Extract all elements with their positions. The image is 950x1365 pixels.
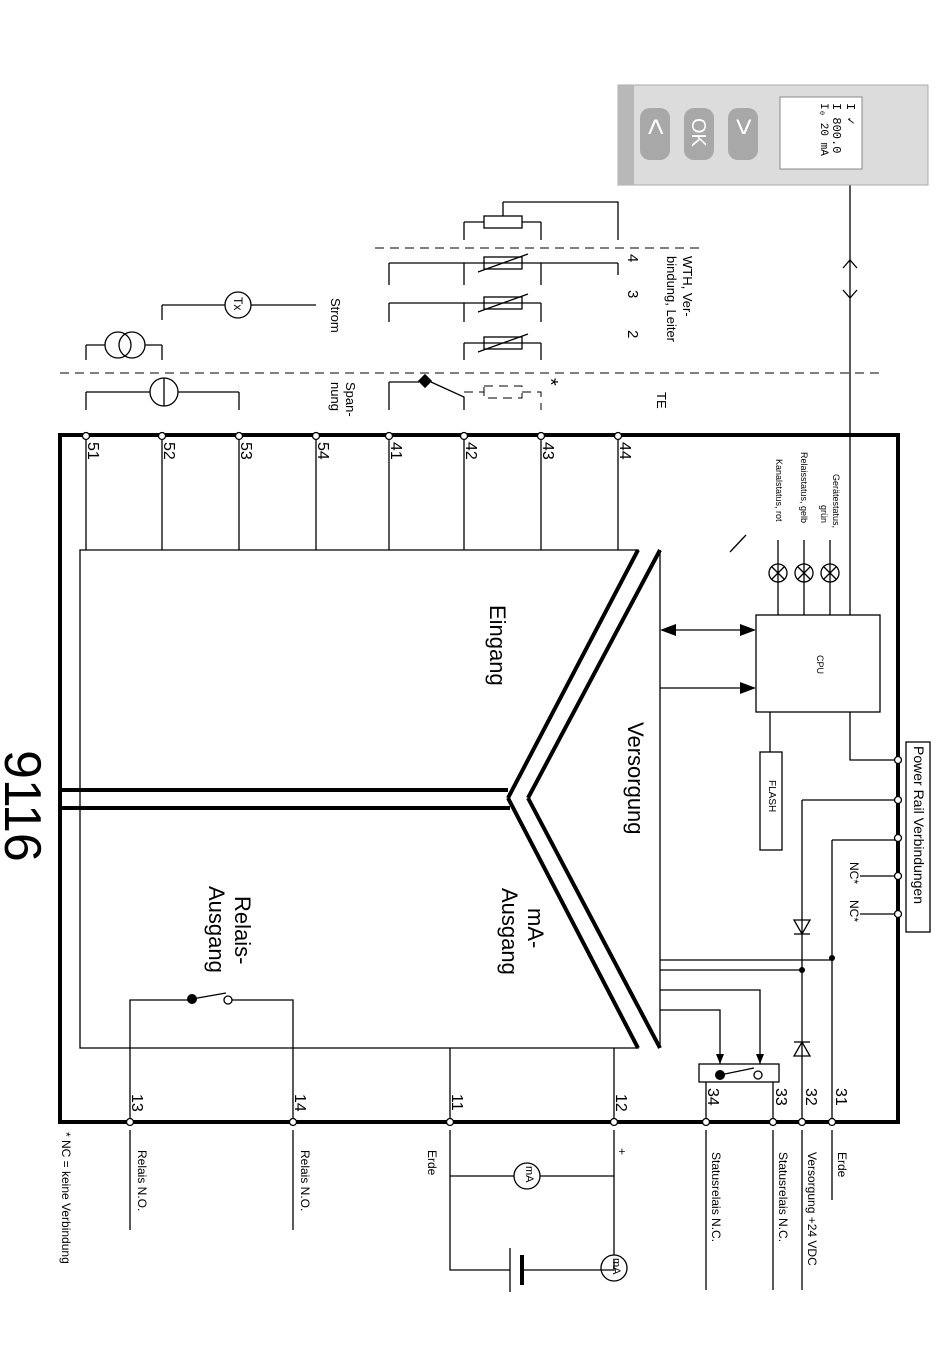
terminal-44: 44 [616, 442, 633, 460]
block-label-eingang: Eingang [485, 605, 510, 686]
label-ma-meter: mA [523, 1166, 535, 1183]
terminal-11: 11 [448, 1094, 465, 1111]
label-te: TE [654, 392, 669, 409]
display-button-left-label[interactable]: < [639, 118, 672, 136]
display-line-1: I ✓ [843, 103, 857, 125]
model-number: 9116 [0, 750, 51, 862]
terminal-32: 32 [802, 1088, 819, 1106]
display-button-left[interactable] [640, 108, 670, 160]
flash-label: FLASH [766, 780, 777, 813]
display-button-right-label[interactable]: > [727, 118, 760, 136]
terminal-14: 14 [291, 1094, 308, 1112]
label-relais-no-13: Relais N.O. [135, 1150, 149, 1212]
terminal-43: 43 [539, 442, 556, 460]
top-terminals [81, 431, 623, 441]
display-unit [617, 84, 929, 186]
block-label-ma-1: mA- [523, 908, 548, 949]
supply-circuit [660, 712, 898, 1118]
cpu-block [755, 614, 881, 713]
terminal-54: 54 [314, 442, 331, 460]
status-leds [729, 534, 840, 615]
terminal-31: 31 [832, 1088, 849, 1106]
terminal-53: 53 [237, 442, 254, 460]
label-wire-4: 4 [624, 254, 641, 263]
display-line-3: I₀ 20 mA [817, 103, 829, 156]
function-block [79, 549, 640, 1049]
display-screen [779, 96, 863, 170]
label-versorgung: Versorgung +24 VDC [805, 1152, 819, 1266]
led-label-relais: Relaisstatus, gelb [799, 452, 809, 524]
bottom-terminals [125, 1117, 837, 1127]
label-status-nc-33: Statusrelais N.C. [776, 1152, 790, 1243]
led-label-kanal: Kanalstatus, rot [774, 459, 784, 522]
label-wire-2: 2 [624, 330, 641, 339]
power-rail-label: Power Rail Verbindungen [911, 746, 927, 904]
label-ma-meter-2: mA [610, 1258, 622, 1275]
terminal-51: 51 [84, 442, 101, 460]
label-wire-3: 3 [624, 290, 641, 299]
label-spannung-1: Span- [343, 382, 358, 417]
display-button-ok-label[interactable]: OK [687, 118, 709, 147]
label-strom: Strom [328, 298, 343, 333]
status-relay [660, 989, 780, 1118]
module-frame [58, 433, 900, 1124]
label-star: * [539, 378, 561, 386]
label-spannung-2: nung [328, 382, 343, 411]
display-line-2: I 800.0 [829, 103, 843, 154]
input-wiring [85, 201, 619, 410]
cpu-label: CPU [815, 655, 825, 675]
nc-label-1: NC* [847, 862, 861, 885]
block-label-relais-2: Ausgang [204, 886, 229, 973]
terminal-34: 34 [704, 1088, 721, 1106]
block-label-versorgung: Versorgung [623, 722, 648, 835]
label-plus: + [615, 1148, 629, 1156]
nc-label-2: NC* [847, 900, 861, 923]
led-label-geraet-1: Gerätestatus, [831, 474, 841, 529]
relay-output [129, 992, 615, 1118]
block-label-relais-1: Relais- [230, 896, 255, 965]
label-erde-out: Erde [425, 1150, 439, 1176]
label-status-nc-34: Statusrelais N.C. [709, 1152, 723, 1243]
power-rail-box [905, 741, 931, 933]
label-wth-2: bindung, Leiter [664, 256, 679, 343]
terminal-52: 52 [160, 442, 177, 460]
terminal-42: 42 [462, 442, 479, 460]
label-tx: Tx [231, 297, 245, 311]
flash-block [759, 751, 783, 851]
terminal-13: 13 [128, 1094, 145, 1112]
terminal-33: 33 [772, 1088, 789, 1106]
led-label-geraet-2: grün [819, 505, 829, 524]
footnote: * NC = keine Verbindung [59, 1132, 73, 1264]
label-wth-1: WTH, Ver- [680, 256, 695, 317]
label-erde: Erde [835, 1152, 849, 1178]
terminal-41: 41 [387, 442, 404, 460]
display-button-right[interactable] [728, 108, 758, 160]
label-relais-no-14: Relais N.O. [298, 1150, 312, 1212]
output-wiring [129, 1130, 833, 1292]
display-button-ok[interactable] [684, 108, 714, 160]
terminal-12: 12 [612, 1094, 629, 1112]
block-label-ma-2: Ausgang [497, 888, 522, 975]
